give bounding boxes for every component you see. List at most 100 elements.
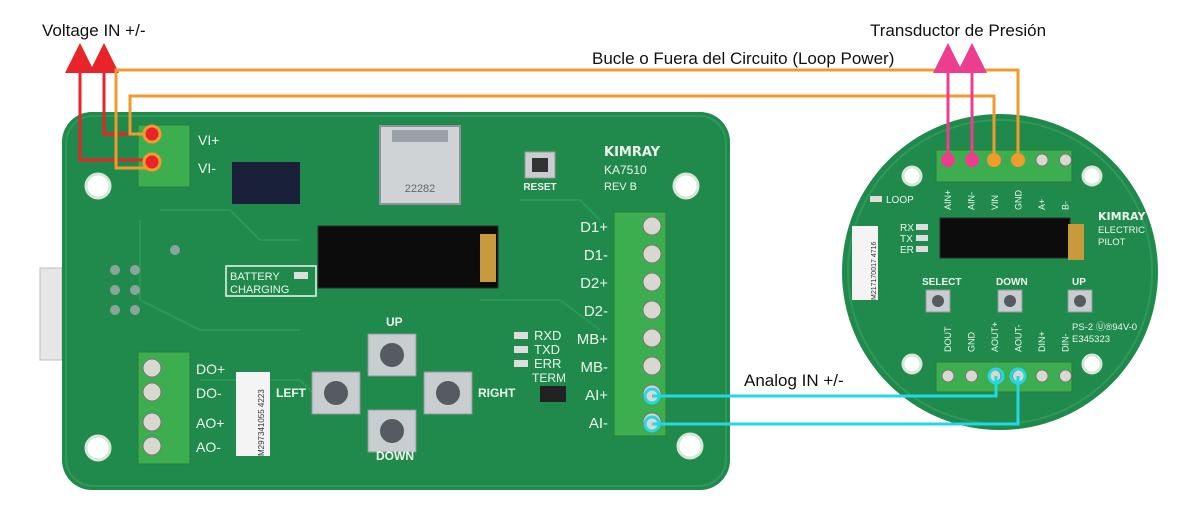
select-label: SELECT	[922, 277, 961, 288]
usb-connector	[39, 267, 63, 361]
main-board: 22282 RESET KIMRAY KA7510 REV B VI+ VI- …	[39, 112, 730, 490]
mount-hole	[84, 434, 112, 462]
pilot-bottom-pin-label: AOUT-	[1014, 324, 1024, 352]
transducer-label: Transductor de Presión	[870, 21, 1046, 40]
mount-hole	[901, 165, 923, 187]
term-switch[interactable]	[540, 386, 566, 402]
pilot-top-pin-label: VIN	[990, 195, 1000, 210]
down-label: DOWN	[376, 449, 414, 463]
up-label: UP	[386, 315, 403, 329]
pilot-top-screw	[1059, 153, 1072, 167]
mount-hole	[1081, 353, 1103, 375]
mount-hole	[676, 432, 704, 460]
terminal-label: MB-	[581, 359, 609, 376]
mount-hole	[1081, 165, 1103, 187]
sd-number: 22282	[405, 183, 436, 195]
pilot-pilot-label: PILOT	[1098, 237, 1126, 248]
pilot-top-screw	[1035, 153, 1049, 167]
pilot-pcb	[842, 114, 1158, 430]
reset-label: RESET	[523, 182, 556, 193]
loop-wire-1	[128, 94, 996, 160]
err-label: ERR	[534, 356, 561, 371]
wire-endpoints	[142, 124, 1027, 433]
terminal-label: D1+	[580, 219, 608, 236]
model-label: KA7510	[604, 163, 647, 177]
right-label: RIGHT	[478, 386, 516, 400]
pilot-serial: M217170017 4716	[871, 242, 878, 300]
pilot-bottom-pin-label: DIN+	[1037, 331, 1047, 352]
cert-label-1: PS-2 Ⓤ®94V-0	[1072, 322, 1137, 333]
mount-hole	[84, 172, 112, 200]
voltage-wire-minus	[65, 43, 152, 162]
mount-hole	[901, 353, 923, 375]
cert-label-2: E345323	[1072, 334, 1110, 345]
kimray-logo: KIMRAY	[604, 145, 661, 160]
pilot-up-label: UP	[1072, 277, 1086, 288]
pilot-rx-label: RX	[900, 223, 914, 234]
terminal-screw	[642, 272, 662, 292]
terminal-screw	[642, 328, 662, 348]
main-serial: M297341055 4223	[257, 389, 266, 456]
pilot-electric-label: ELECTRIC	[1098, 225, 1145, 236]
analog-wire-minus	[652, 376, 1020, 426]
pilot-bottom-pin-label: AOUT+	[990, 322, 1000, 352]
loop-wire-2	[114, 68, 1020, 170]
pilot-bottom-pin-label: GND	[967, 332, 977, 353]
battery-label: BATTERY	[230, 271, 280, 283]
pilot-display	[939, 217, 1071, 259]
pilot-top-terminal	[935, 149, 1073, 183]
pilot-top-pin-label: AIN+	[943, 190, 953, 210]
pilot-kimray-logo: KIMRAY	[1098, 210, 1146, 223]
terminal-label: D2+	[580, 275, 608, 292]
pilot-top-pin-label: A+	[1037, 199, 1047, 210]
terminal-label: AI-	[589, 415, 608, 432]
dpad	[311, 333, 473, 453]
pilot-bottom-screw	[965, 369, 978, 383]
left-label: LEFT	[276, 386, 307, 400]
io-terminal-strip	[613, 211, 667, 437]
do-minus-label: DO-	[196, 385, 222, 401]
terminal-screw	[642, 244, 662, 264]
voltage-in-label: Voltage IN +/-	[42, 21, 145, 40]
terminal-label: MB+	[577, 331, 609, 348]
terminal-screw	[642, 300, 662, 320]
terminal-screw	[642, 216, 662, 236]
terminal-label: AI+	[585, 387, 608, 404]
vi-plus-label: VI+	[198, 132, 219, 148]
err-led	[514, 360, 528, 367]
pilot-bottom-pin-label: DIN-	[1061, 334, 1071, 353]
loop-label: LOOP	[886, 195, 914, 206]
pilot-top-pin-label: GND	[1014, 190, 1024, 211]
pilot-top-pin-label: B-	[1061, 201, 1071, 210]
charging-label: CHARGING	[230, 284, 289, 296]
ao-plus-label: AO+	[196, 415, 224, 431]
rev-label: REV B	[604, 181, 637, 193]
txd-label: TXD	[534, 342, 560, 357]
vi-minus-label: VI-	[198, 160, 216, 176]
chip	[232, 162, 300, 204]
txd-led	[514, 346, 528, 353]
rxd-label: RXD	[534, 328, 561, 343]
pilot-bottom-screw	[941, 369, 955, 383]
pilot-bottom-screw	[1035, 369, 1049, 383]
loop-led	[870, 196, 882, 202]
terminal-label: D1-	[584, 247, 608, 264]
serial-sticker	[236, 372, 270, 456]
pilot-er-label: ER	[900, 245, 914, 256]
terminal-screw	[642, 356, 662, 376]
pilot-tx-label: TX	[900, 234, 913, 245]
analog-in-label: Analog IN +/-	[744, 371, 844, 390]
do-plus-label: DO+	[196, 361, 225, 377]
terminal-label: D2-	[584, 303, 608, 320]
pilot-bottom-screw	[1059, 369, 1072, 383]
pilot-serial-sticker	[852, 226, 878, 300]
pilot-top-pin-label: AIN-	[967, 192, 977, 210]
rxd-led	[514, 332, 528, 339]
term-label: TERM	[532, 371, 566, 385]
main-display	[317, 225, 499, 289]
mount-hole	[672, 172, 700, 200]
loop-power-label: Bucle o Fuera del Circuito (Loop Power)	[592, 49, 894, 68]
battery-indicator	[225, 265, 317, 297]
